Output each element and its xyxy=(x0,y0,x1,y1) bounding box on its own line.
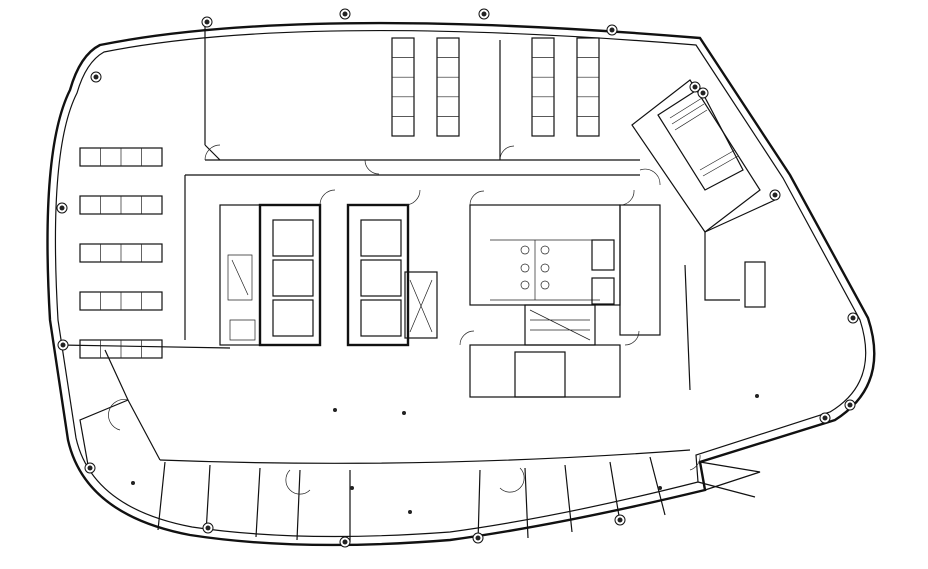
light-point xyxy=(131,481,135,485)
elevator-car xyxy=(360,219,402,257)
building-envelope-inner xyxy=(54,29,867,538)
column-core xyxy=(342,539,348,545)
light-point xyxy=(333,408,337,412)
column-core xyxy=(822,415,828,421)
column-core xyxy=(481,11,487,17)
structural-columns xyxy=(56,8,859,548)
column-core xyxy=(204,19,210,25)
elevator-car xyxy=(272,219,314,257)
light-point xyxy=(755,394,759,398)
elevator-car xyxy=(272,299,314,337)
doors xyxy=(108,144,701,495)
northeast-room xyxy=(631,79,776,391)
building-envelope xyxy=(46,21,876,547)
elevator-car xyxy=(272,259,314,297)
column-core xyxy=(475,535,481,541)
column-core xyxy=(609,27,615,33)
light-point xyxy=(402,411,406,415)
elevator-banks xyxy=(272,219,402,337)
light-point xyxy=(658,486,662,490)
column-core xyxy=(617,517,623,523)
column-core xyxy=(772,192,778,198)
corridor-wall xyxy=(59,174,640,349)
column-core xyxy=(850,315,856,321)
column-core xyxy=(692,84,698,90)
workstation-cluster xyxy=(531,37,555,137)
light-points xyxy=(131,394,759,514)
workstation-cluster xyxy=(391,37,415,137)
light-point xyxy=(408,510,412,514)
core xyxy=(219,203,661,398)
column-core xyxy=(60,342,66,348)
light-point xyxy=(350,486,354,490)
column-core xyxy=(205,525,211,531)
balcony xyxy=(697,461,761,498)
workstations xyxy=(79,37,600,359)
workstation-cluster xyxy=(436,37,460,137)
column-core xyxy=(847,402,853,408)
elevator-car xyxy=(360,259,402,297)
column-core xyxy=(93,74,99,80)
restrooms xyxy=(490,239,615,305)
workstation-cluster xyxy=(576,37,600,137)
column-core xyxy=(342,11,348,17)
north-wall xyxy=(204,25,640,161)
column-core xyxy=(59,205,65,211)
south-offices xyxy=(79,349,691,543)
column-core xyxy=(87,465,93,471)
elevator-car xyxy=(360,299,402,337)
column-core xyxy=(700,90,706,96)
